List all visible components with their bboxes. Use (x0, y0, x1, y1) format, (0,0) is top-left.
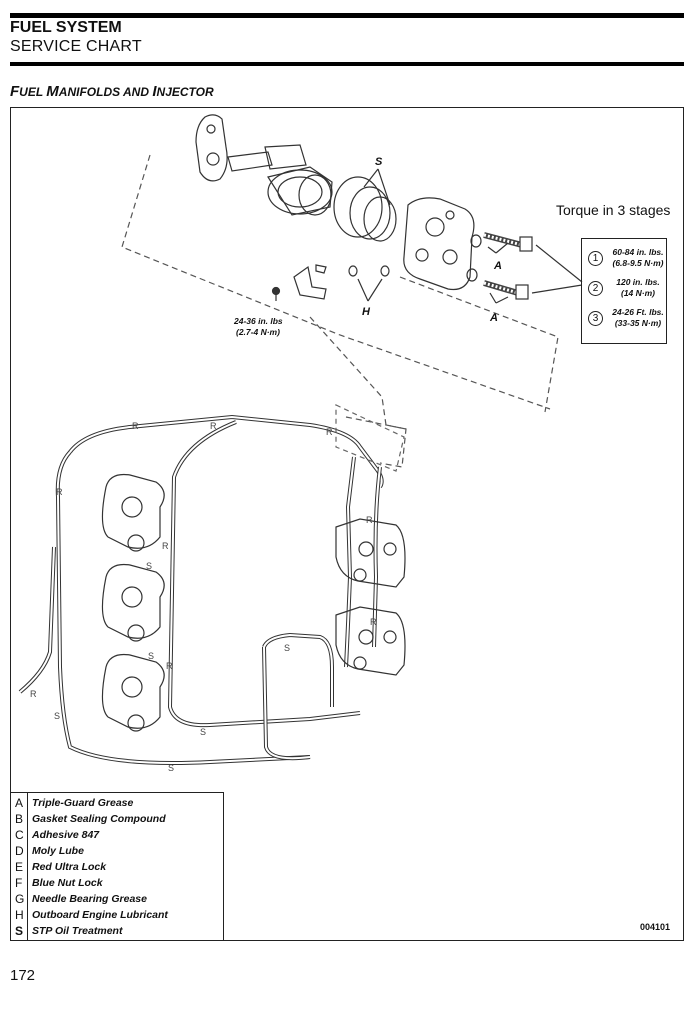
small-torque-2: (2.7-4 N·m) (236, 327, 280, 337)
fuel-manifold-diagram: S A A H 24-36 in. lbs (2.7-4 N·m) R R R … (18, 114, 583, 773)
hose-label-r: R (366, 515, 373, 525)
legend-row: S STP Oil Treatment (15, 924, 123, 938)
legend-row: B Gasket Sealing Compound (15, 812, 166, 826)
hose-label-s: S (148, 651, 154, 661)
hose-label-s: S (146, 561, 152, 571)
legend-row: A Triple-Guard Grease (15, 796, 134, 810)
stage-number: 3 (588, 311, 603, 326)
o-ring-1 (333, 176, 383, 238)
legend-row: D Moly Lube (15, 844, 84, 858)
legend-row: F Blue Nut Lock (15, 876, 103, 890)
stage-value: 120 in. lbs. (616, 277, 660, 287)
legend-row: C Adhesive 847 (15, 828, 100, 842)
header-bottom-rule (10, 62, 684, 66)
lubricant-legend: A Triple-Guard Grease B Gasket Sealing C… (10, 792, 224, 941)
hose-label-s: S (200, 727, 206, 737)
callout-a-1: A (493, 260, 502, 272)
torque-title: Torque in 3 stages (556, 202, 671, 218)
stage-value-metric: (33-35 N·m) (614, 318, 662, 328)
stage-number: 1 (588, 251, 603, 266)
torque-stage-1: 1 60-84 in. lbs. (6.8-9.5 N·m) (586, 247, 666, 275)
hose-label-s: S (54, 711, 60, 721)
page-subtitle: SERVICE CHART (10, 38, 142, 55)
stage-value-metric: (14 N·m) (620, 288, 655, 298)
hose-label-s: S (168, 763, 174, 773)
hose-label-r: R (56, 487, 63, 497)
left-injector-bank (101, 473, 165, 732)
diagram-frame (10, 107, 684, 941)
callout-a-2: A (489, 312, 498, 324)
hose-label-r: R (30, 689, 37, 699)
stage-value-metric: (6.8-9.5 N·m) (612, 258, 664, 268)
stage-value: 24-26 Ft. lbs. (612, 307, 664, 317)
callout-s: S (375, 156, 383, 168)
legend-divider (27, 793, 28, 940)
hose-label-r: R (370, 617, 377, 627)
hose-label-r: R (210, 421, 217, 431)
hose-label-r: R (132, 421, 139, 431)
injector-block (403, 197, 475, 291)
legend-row: E Red Ultra Lock (15, 860, 107, 874)
stage-value: 60-84 in. lbs. (612, 247, 664, 257)
small-torque-1: 24-36 in. lbs (233, 316, 283, 326)
hose-label-s: S (284, 643, 290, 653)
gasket-part (195, 114, 228, 182)
page-number: 172 (10, 967, 36, 984)
right-injector-bank (335, 518, 406, 676)
legend-row: H Outboard Engine Lubricant (15, 908, 168, 922)
section-heading: FUEL MANIFOLDS AND INJECTOR (10, 83, 214, 100)
page-title: FUEL SYSTEM (10, 19, 122, 36)
o-ring-3 (363, 196, 397, 242)
o-ring-2 (349, 186, 391, 240)
legend-row: G Needle Bearing Grease (15, 892, 147, 906)
callout-h: H (362, 306, 371, 318)
torque-stage-3: 3 24-26 Ft. lbs. (33-35 N·m) (586, 307, 666, 335)
header-top-rule (10, 13, 684, 18)
hose-label-r: R (166, 661, 173, 671)
torque-stage-2: 2 120 in. lbs. (14 N·m) (586, 277, 666, 305)
hose-label-r: R (326, 427, 333, 437)
torque-stages-box: 1 60-84 in. lbs. (6.8-9.5 N·m) 2 120 in.… (581, 238, 667, 344)
hose-label-r: R (162, 541, 169, 551)
figure-number: 004101 (640, 922, 671, 932)
stage-number: 2 (588, 281, 603, 296)
